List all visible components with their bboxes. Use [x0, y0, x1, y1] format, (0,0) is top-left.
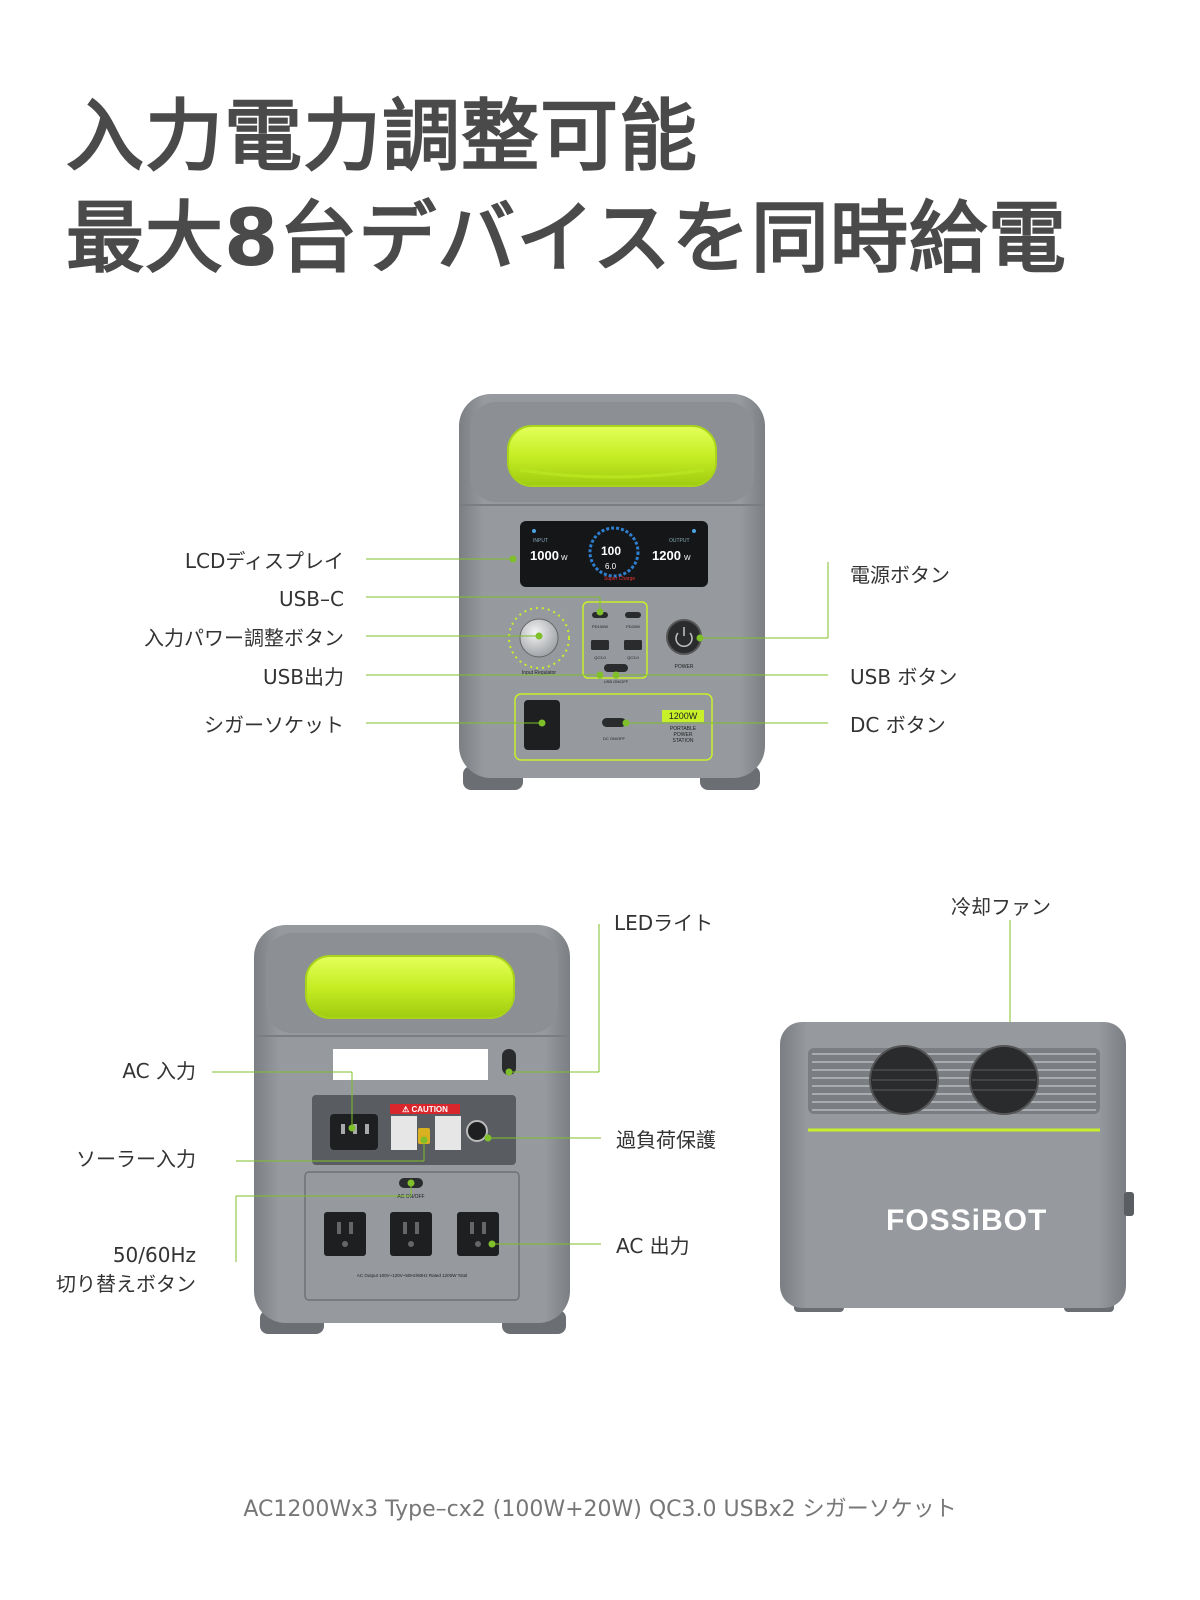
svg-text:USB ON/OFF: USB ON/OFF: [604, 679, 629, 684]
svg-text:Super Charge: Super Charge: [604, 576, 635, 582]
power-label: POWER: [675, 664, 694, 670]
power-button[interactable]: [666, 619, 702, 655]
side-connector: [1124, 1192, 1134, 1216]
front-callout-lines: [366, 555, 829, 727]
ac-outlet-1: [324, 1212, 366, 1256]
label-overload-protection: 過負荷保護: [616, 1128, 716, 1152]
overload-protector[interactable]: [466, 1120, 488, 1142]
back-device: ⚠ CAUTION AC ON/OFF AC Output 100V~120V~…: [254, 925, 570, 1334]
label-power-button: 電源ボタン: [850, 563, 950, 587]
lcd-output-unit: W: [684, 555, 691, 562]
label-ac-output: AC 出力: [616, 1234, 690, 1258]
svg-text:PORTABLE: PORTABLE: [670, 726, 697, 732]
usb-onoff-button[interactable]: [604, 664, 628, 672]
label-cigar-socket: シガーソケット: [204, 713, 344, 737]
label-cooling-fan: 冷却ファン: [951, 895, 1051, 919]
svg-text:⚠ CAUTION: ⚠ CAUTION: [402, 1105, 448, 1114]
svg-text:POWER: POWER: [674, 732, 693, 738]
label-usb-button: USB ボタン: [850, 665, 958, 689]
usb-c-port-2: [625, 612, 641, 618]
label-usb-c: USB–C: [278, 587, 344, 611]
regulator-label: Input Regulator: [522, 670, 557, 676]
svg-text:PD100W: PD100W: [592, 624, 608, 629]
svg-text:INPUT: INPUT: [533, 538, 548, 544]
back-callout-lines: [212, 920, 1014, 1262]
lcd-display: INPUT 1000 W 100 6.0 Super Charge OUTPUT…: [520, 521, 708, 587]
lcd-bluetooth-icon: [692, 529, 696, 533]
label-hz-switch-line-2: 切り替えボタン: [56, 1272, 196, 1296]
svg-text:AC ON/OFF: AC ON/OFF: [397, 1194, 424, 1200]
lcd-wifi-icon: [532, 529, 536, 533]
dc-onoff-button[interactable]: [602, 718, 626, 727]
ac-outlet-3: [457, 1212, 499, 1256]
usb-a-port-2: [624, 640, 642, 650]
label-led-light: LEDライト: [614, 911, 714, 935]
ac-outlet-2: [390, 1212, 432, 1256]
back-label-plate: [333, 1049, 488, 1080]
svg-text:OUTPUT: OUTPUT: [669, 538, 690, 544]
label-input-power-button: 入力パワー調整ボタン: [144, 626, 344, 650]
label-usb-output: USB出力: [262, 665, 344, 689]
back-handle-led: [305, 955, 515, 1019]
capacity-badge: [662, 710, 704, 722]
label-solar-input: ソーラー入力: [76, 1147, 196, 1171]
svg-text:STATION: STATION: [673, 738, 694, 744]
headline-line-1: 入力電力調整可能: [66, 92, 699, 182]
lcd-output-value: 1200: [652, 548, 681, 563]
svg-text:DC ON/OFF: DC ON/OFF: [603, 736, 626, 741]
brand-logo: FOSSiBOT: [886, 1204, 1047, 1237]
label-hz-switch-line-1: 50/60Hz: [112, 1243, 196, 1267]
spec-footer: AC1200Wx3 Type–cx2 (100W+20W) QC3.0 USBx…: [243, 1497, 957, 1522]
label-ac-input: AC 入力: [122, 1059, 196, 1083]
dc-panel: [514, 693, 713, 761]
power-icon: [675, 632, 693, 648]
label-lcd-display: LCDディスプレイ: [184, 549, 344, 573]
side-device: FOSSiBOT: [780, 1022, 1134, 1312]
svg-text:QC3.0: QC3.0: [594, 655, 606, 660]
headline-line-2: 最大8台デバイスを同時給電: [66, 194, 1067, 284]
lcd-gauge-ring: [588, 526, 640, 578]
lcd-input-unit: W: [561, 555, 568, 562]
svg-text:1200W: 1200W: [669, 711, 698, 721]
svg-text:PD20W: PD20W: [626, 624, 640, 629]
side-vent-grille: [808, 1048, 1100, 1114]
led-light-button[interactable]: [502, 1049, 516, 1075]
lcd-input-value: 1000: [530, 548, 559, 563]
lcd-percent: 100: [601, 544, 621, 558]
caution-label: [390, 1104, 460, 1114]
front-handle-led: [507, 425, 717, 487]
svg-text:QC3.0: QC3.0: [627, 655, 639, 660]
label-dc-button: DC ボタン: [850, 713, 946, 737]
ac-output-panel: [304, 1171, 520, 1301]
usb-a-port-1: [591, 640, 609, 650]
lcd-time: 6.0: [605, 562, 617, 571]
front-device: INPUT 1000 W 100 6.0 Super Charge OUTPUT…: [459, 394, 765, 790]
ac-rating-label: AC Output 100V~120V~50Hz/60Hz Rated 1200…: [357, 1273, 467, 1278]
